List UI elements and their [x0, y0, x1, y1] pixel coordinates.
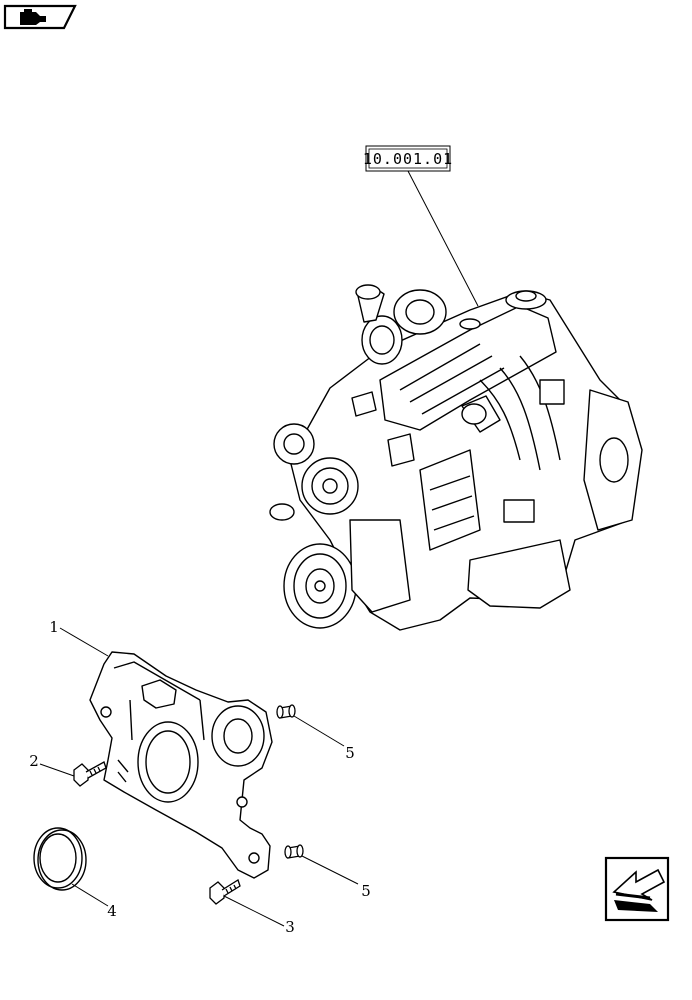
callout-5b-leader [301, 855, 359, 885]
callout-1-leader [59, 627, 109, 657]
callout-2: 2 [29, 752, 39, 770]
book-icon[interactable] [3, 4, 77, 30]
bolt-part-3 [209, 879, 241, 905]
reference-leader-line [407, 170, 479, 307]
engine-assembly [269, 284, 643, 631]
callout-4-leader [71, 883, 109, 907]
callout-5a: 5 [345, 744, 355, 762]
plug-part-5-upper [276, 704, 296, 719]
callout-3: 3 [285, 918, 295, 936]
bolt-part-2 [73, 761, 107, 787]
callout-5b: 5 [361, 882, 371, 900]
seal-part-4 [33, 827, 87, 891]
callout-1: 1 [49, 618, 59, 636]
plug-part-5-lower [284, 844, 304, 859]
reference-label: 10.001.01 [363, 150, 453, 168]
callout-3-leader [223, 895, 285, 927]
previous-arrow-icon[interactable] [604, 856, 670, 922]
callout-4: 4 [107, 902, 117, 920]
timing-cover [89, 651, 273, 879]
reference-box[interactable]: 10.001.01 [363, 145, 453, 172]
callout-2-leader [39, 763, 75, 777]
callout-5a-leader [293, 715, 345, 747]
